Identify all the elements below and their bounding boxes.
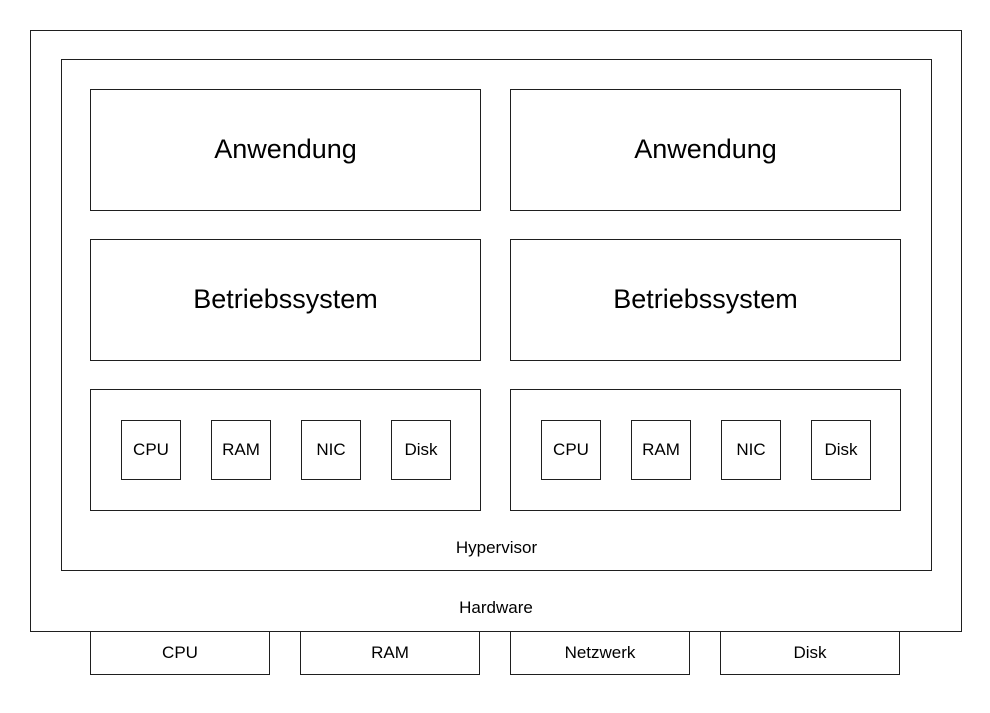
vm-1-virtual-resource-cpu: CPU — [121, 420, 181, 480]
vm-1-application-box: Anwendung — [90, 89, 481, 211]
vm-2-virtual-resource-ram: RAM — [631, 420, 691, 480]
vm-1-operating-system-label: Betriebssystem — [193, 284, 378, 315]
hardware-frame-label: Hardware — [459, 598, 533, 618]
vm-2-virtual-resource-cpu: CPU — [541, 420, 601, 480]
vm-2-virtual-resources-panel: CPU RAM NIC Disk — [510, 389, 901, 511]
vm-2-application-box: Anwendung — [510, 89, 901, 211]
physical-hardware-ram-label: RAM — [371, 643, 409, 663]
vm-2-virtual-resource-nic-label: NIC — [736, 440, 766, 460]
vm-1-operating-system-box: Betriebssystem — [90, 239, 481, 361]
physical-hardware-disk-label: Disk — [793, 643, 827, 663]
vm-2-virtual-resource-cpu-label: CPU — [553, 440, 589, 460]
vm-1-virtual-resource-disk-label: Disk — [404, 440, 438, 460]
vm-2-operating-system-box: Betriebssystem — [510, 239, 901, 361]
physical-hardware-ram: RAM — [300, 631, 480, 675]
vm-2-application-label: Anwendung — [634, 134, 777, 165]
vm-2-virtual-resource-disk-label: Disk — [824, 440, 858, 460]
vm-1-virtual-resource-nic: NIC — [301, 420, 361, 480]
vm-1-virtual-resource-ram: RAM — [211, 420, 271, 480]
physical-hardware-network: Netzwerk — [510, 631, 690, 675]
physical-hardware-cpu-label: CPU — [162, 643, 198, 663]
vm-1-virtual-resource-nic-label: NIC — [316, 440, 346, 460]
vm-1-application-label: Anwendung — [214, 134, 357, 165]
vm-1-virtual-resource-cpu-label: CPU — [133, 440, 169, 460]
vm-2-operating-system-label: Betriebssystem — [613, 284, 798, 315]
vm-2-virtual-resource-disk: Disk — [811, 420, 871, 480]
vm-1-virtual-resource-ram-label: RAM — [222, 440, 260, 460]
physical-hardware-cpu: CPU — [90, 631, 270, 675]
vm-2-virtual-resource-ram-label: RAM — [642, 440, 680, 460]
vm-2-virtual-resource-nic: NIC — [721, 420, 781, 480]
vm-1-virtual-resource-disk: Disk — [391, 420, 451, 480]
hypervisor-frame-label: Hypervisor — [455, 538, 538, 558]
physical-hardware-network-label: Netzwerk — [564, 643, 636, 663]
vm-1-virtual-resources-panel: CPU RAM NIC Disk — [90, 389, 481, 511]
physical-hardware-disk: Disk — [720, 631, 900, 675]
